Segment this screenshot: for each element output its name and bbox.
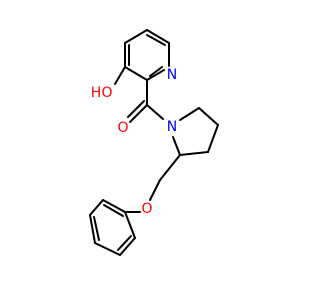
bond-double-inner bbox=[127, 100, 145, 118]
pyridine-n-label: N bbox=[167, 67, 177, 83]
bond-single bbox=[94, 242, 121, 256]
bond-double bbox=[146, 69, 165, 81]
bond-double-inner bbox=[93, 216, 100, 241]
bond-single bbox=[124, 66, 148, 81]
hydroxyl-h-label: H bbox=[91, 85, 102, 101]
bond-double bbox=[89, 214, 96, 244]
amide-n-label: N bbox=[167, 119, 177, 135]
bond-double-inner bbox=[149, 66, 163, 77]
bond-double-inner bbox=[117, 235, 132, 251]
bond-double-inner bbox=[103, 204, 124, 217]
bond-double bbox=[119, 237, 136, 256]
bond-single bbox=[179, 151, 209, 156]
bond-single bbox=[114, 66, 126, 85]
bond-single bbox=[146, 104, 164, 120]
bond-double bbox=[102, 199, 126, 213]
bond-single bbox=[179, 107, 200, 121]
bond-single bbox=[159, 154, 181, 181]
bonds bbox=[89, 29, 219, 256]
bond-single bbox=[207, 124, 219, 153]
chemical-structure: H O N O N O bbox=[89, 29, 219, 256]
bond-single bbox=[124, 211, 136, 239]
bond-single bbox=[172, 136, 181, 156]
hydroxyl-o-label: O bbox=[101, 85, 112, 101]
bond-double bbox=[146, 29, 170, 44]
carbonyl-o-label: O bbox=[117, 120, 128, 136]
bond-single bbox=[124, 29, 148, 44]
bond-single bbox=[89, 199, 104, 216]
bond-single bbox=[149, 179, 161, 201]
bond-double-inner bbox=[146, 34, 166, 46]
bond-single bbox=[198, 107, 219, 126]
atom-labels: H O N O N O bbox=[91, 67, 178, 217]
bond-double bbox=[129, 104, 148, 123]
ether-o-label: O bbox=[141, 201, 152, 217]
